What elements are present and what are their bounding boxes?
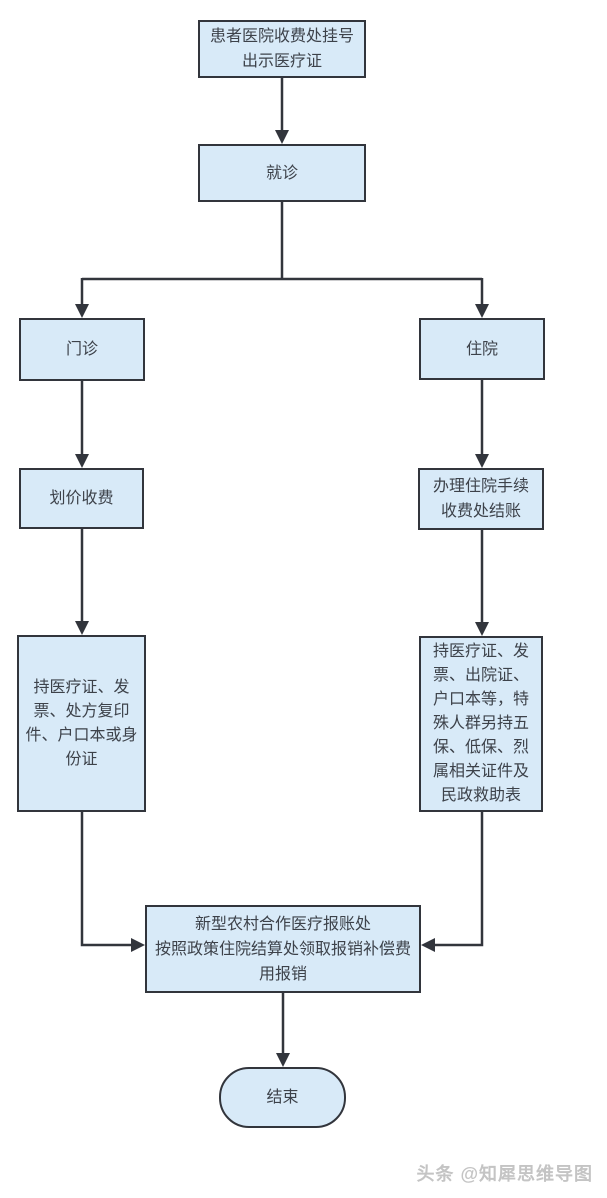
- node-inpatient: 住院: [419, 318, 545, 380]
- edge-inpatientdocs-reimbursement: [435, 812, 484, 947]
- edge-outpatientdocs-reimbursement: [80, 812, 131, 947]
- node-reimbursement-office: 新型农村合作医疗报账处 按照政策住院结算处领取报销补偿费 用报销: [145, 905, 421, 993]
- node-inpatient-documents: 持医疗证、发 票、出院证、 户口本等，特 殊人群另持五 保、低保、烈 属相关证件…: [419, 636, 543, 812]
- arrowhead-down-icon: [75, 621, 89, 635]
- node-start: 患者医院收费处挂号 出示医疗证: [198, 20, 366, 78]
- arrowhead-down-icon: [75, 304, 89, 318]
- node-end: 结束: [219, 1067, 346, 1128]
- node-visit: 就诊: [198, 144, 366, 202]
- arrowhead-down-icon: [475, 454, 489, 468]
- arrowhead-down-icon: [475, 622, 489, 636]
- node-pricing: 划价收费: [19, 468, 144, 529]
- arrowhead-down-icon: [276, 1053, 290, 1067]
- node-outpatient-documents: 持医疗证、发 票、处方复印 件、户口本或身 份证: [17, 635, 146, 812]
- arrowhead-right-icon: [131, 938, 145, 952]
- arrowhead-down-icon: [475, 304, 489, 318]
- arrowhead-left-icon: [421, 938, 435, 952]
- node-outpatient: 门诊: [19, 318, 145, 381]
- watermark: 头条 @知犀思维导图: [416, 1164, 593, 1184]
- arrowhead-down-icon: [75, 454, 89, 468]
- arrowhead-down-icon: [275, 130, 289, 144]
- node-admission: 办理住院手续 收费处结账: [418, 468, 544, 530]
